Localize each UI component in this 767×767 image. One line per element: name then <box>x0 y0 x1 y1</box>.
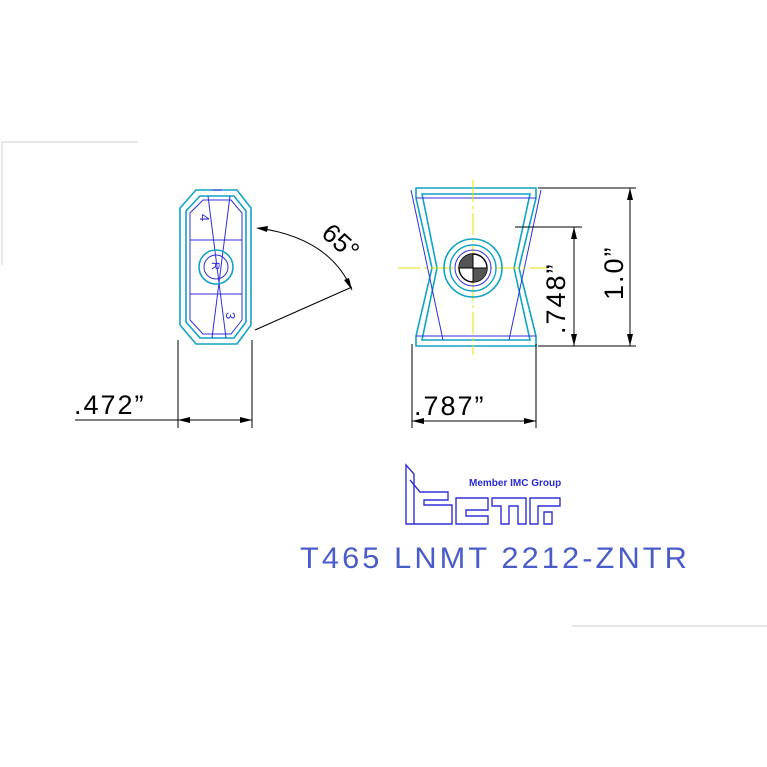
dimension-label-front-height-inner: .748” <box>541 262 571 334</box>
side-view-hole <box>198 249 234 285</box>
dimension-front-height <box>515 187 636 347</box>
dimension-label-front-height-outer: 1.0” <box>599 245 629 300</box>
dimension-label-front-width: .787” <box>414 391 486 421</box>
brand-tagline: Member IMC Group <box>469 478 561 489</box>
dimension-side-width <box>75 340 253 428</box>
corner-mark-4: 4 <box>197 214 212 221</box>
dimension-label-side-width: .472” <box>74 390 146 420</box>
dimension-label-angle: 65° <box>316 217 365 266</box>
corner-mark-3: 3 <box>223 312 238 319</box>
front-view-detail <box>410 189 542 341</box>
front-view-hole <box>443 238 503 298</box>
center-mark-icon <box>458 253 488 283</box>
side-view-detail <box>189 189 243 339</box>
part-number: T465 LNMT 2212-ZNTR <box>300 542 690 575</box>
hand-mark-r: R <box>209 262 221 270</box>
side-view: 4 R 3 <box>179 189 252 345</box>
dimension-front-width <box>411 344 537 428</box>
iscar-logo <box>405 463 561 525</box>
sheet-border <box>1 141 767 627</box>
side-view-outline <box>179 189 252 345</box>
front-view <box>398 180 548 355</box>
dimension-angle <box>254 226 353 331</box>
